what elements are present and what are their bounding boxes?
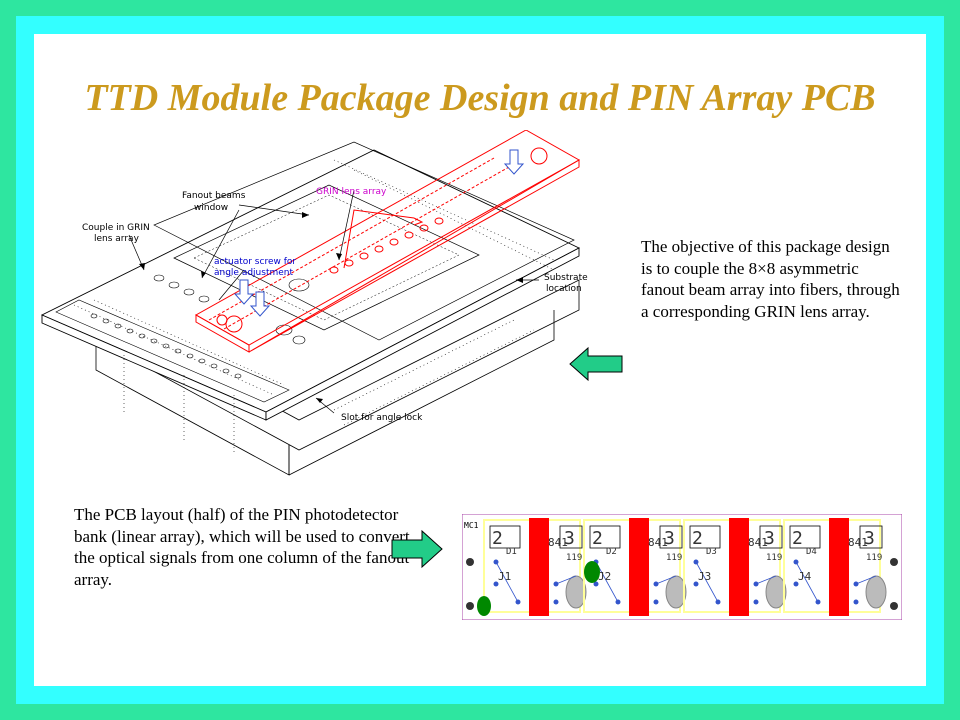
package-diagram: Fanout beams window GRIN lens array Coup… <box>40 130 588 476</box>
package-description: The objective of this package design is … <box>641 237 900 321</box>
pcb-diode-label: D3 <box>706 547 717 557</box>
label-couple-2: lens array <box>94 234 140 244</box>
label-fanout-2: window <box>194 203 228 213</box>
pcb-component-box <box>759 525 783 549</box>
label-grin: GRIN lens array <box>316 187 387 197</box>
pcb-pad <box>584 561 600 583</box>
pcb-diode-label: D4 <box>806 547 817 557</box>
pcb-component-box <box>559 525 583 549</box>
pcb-connector-label: J1 <box>498 570 511 583</box>
grin-lens-holder <box>194 130 581 353</box>
pcb-right-code: 119 <box>766 553 782 563</box>
pcb-red-strip <box>829 518 849 616</box>
pcb-wire <box>795 561 819 603</box>
pcb-via <box>553 599 559 605</box>
pcb-description: The PCB layout (half) of the PIN photode… <box>74 505 410 589</box>
pcb-component-box <box>589 525 621 549</box>
pcb-red-strip <box>629 518 649 616</box>
leader-lines <box>128 189 539 414</box>
pcb-component-box <box>789 525 821 549</box>
pcb-chip-code: 841 <box>848 536 868 549</box>
pcb-via <box>653 599 659 605</box>
pcb-right-code: 119 <box>866 553 882 563</box>
label-substrate-1: Substrate <box>544 273 588 283</box>
pcb-component-box <box>859 525 883 549</box>
left-arrow-icon <box>569 346 623 382</box>
blue-down-arrow-icon <box>233 149 525 317</box>
pcb-via <box>493 581 499 587</box>
pcb-pad <box>477 596 491 616</box>
pcb-component-box <box>659 525 683 549</box>
pcb-photodiode <box>865 575 887 609</box>
label-actuator-2: angle adjustment <box>214 268 293 278</box>
pcb-component-box <box>689 525 721 549</box>
pcb-connector-label: J3 <box>698 570 711 583</box>
pcb-pin-left: 2 <box>492 528 503 549</box>
pcb-wire <box>855 575 877 585</box>
pcb-component-box <box>489 525 521 549</box>
pcb-corner-label: MC1 <box>464 521 479 530</box>
pcb-via <box>793 581 799 587</box>
pcb-connector-label: J4 <box>798 570 812 583</box>
pcb-wire <box>755 575 777 585</box>
pcb-wire <box>655 575 677 585</box>
dotted-hidden-lines <box>73 159 555 455</box>
pcb-diode-label: D2 <box>606 547 617 557</box>
pcb-red-strip <box>729 518 749 616</box>
pcb-via <box>593 581 599 587</box>
pcb-wire <box>595 561 619 603</box>
pcb-via <box>693 581 699 587</box>
slide-title: TTD Module Package Design and PIN Array … <box>84 77 876 119</box>
pcb-right-code: 119 <box>566 553 582 563</box>
pcb-wire <box>695 561 719 603</box>
pcb-pin-left: 2 <box>692 528 703 549</box>
pcb-wire <box>495 561 519 603</box>
package-plate <box>40 141 581 421</box>
pcb-via <box>853 599 859 605</box>
pcb-pin-left: 2 <box>792 528 803 549</box>
pcb-right-code: 119 <box>666 553 682 563</box>
pcb-pin-right: 3 <box>764 528 775 549</box>
pcb-pin-left: 2 <box>592 528 603 549</box>
label-slot: Slot for angle lock <box>341 413 423 423</box>
pcb-pin-right: 3 <box>564 528 575 549</box>
right-arrow-icon <box>391 529 443 569</box>
pcb-red-strip <box>529 518 549 616</box>
pcb-chip-code: 841 <box>548 536 568 549</box>
pcb-pin-right: 3 <box>864 528 875 549</box>
pcb-wire <box>555 575 577 585</box>
pcb-chip-code: 841 <box>748 536 768 549</box>
leader-arrowheads <box>139 212 523 403</box>
pcb-pin-right: 3 <box>664 528 675 549</box>
pcb-via <box>753 599 759 605</box>
pcb-connector-label: J2 <box>598 570 611 583</box>
pcb-chip-code: 841 <box>648 536 668 549</box>
label-couple-1: Couple in GRIN <box>82 223 150 233</box>
label-fanout-1: Fanout beams <box>182 191 246 201</box>
label-substrate-2: location <box>546 284 582 294</box>
label-actuator-1: actuator screw for <box>214 257 296 267</box>
lens-hole-row <box>90 274 310 379</box>
pcb-diode-label: D1 <box>506 547 517 557</box>
